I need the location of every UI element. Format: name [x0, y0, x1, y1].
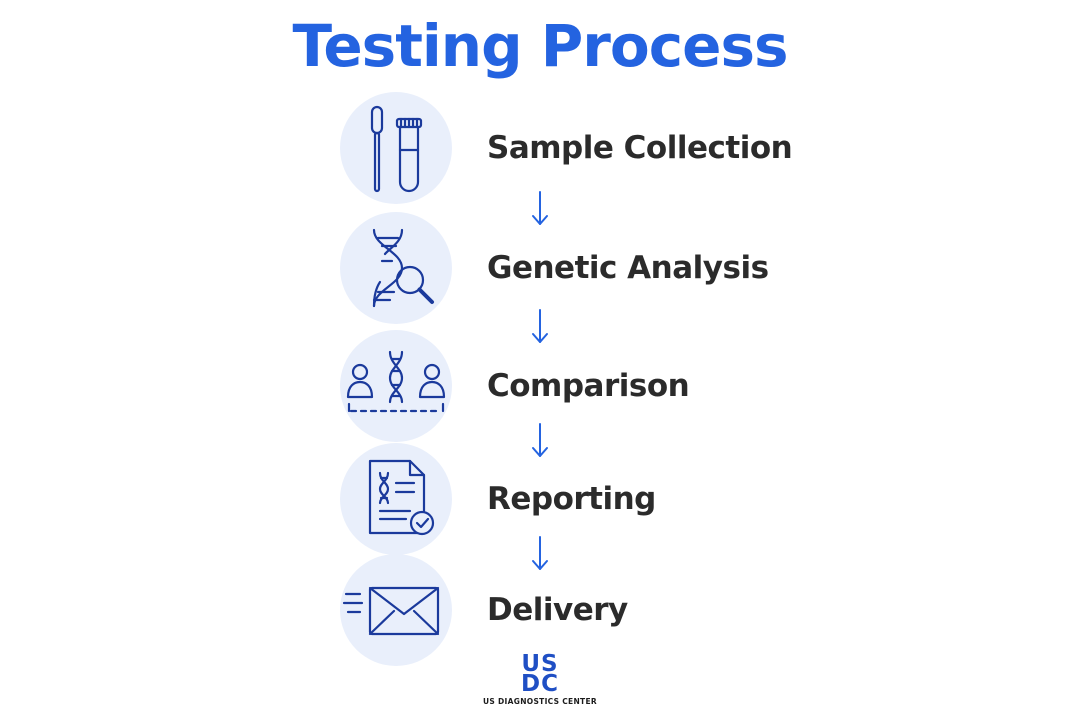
step-comparison: Comparison	[340, 330, 900, 442]
step-label: Genetic Analysis	[487, 250, 769, 286]
step-icon-circle	[340, 554, 452, 666]
dna-magnifier-icon	[372, 228, 434, 308]
step-reporting: Reporting	[340, 443, 900, 555]
step-label: Comparison	[487, 368, 690, 404]
logo-monogram-bottom: DC	[521, 671, 559, 697]
step-icon-circle	[340, 330, 452, 442]
envelope-icon	[342, 586, 440, 636]
down-arrow-icon	[532, 191, 548, 225]
step-label: Delivery	[487, 592, 628, 628]
step-icon-circle	[340, 443, 452, 555]
step-label: Reporting	[487, 481, 656, 517]
usdc-logo: US DC US DIAGNOSTICS CENTER	[480, 652, 600, 714]
down-arrow-icon	[532, 536, 548, 570]
step-genetic-analysis: Genetic Analysis	[340, 212, 900, 324]
step-icon-circle	[340, 92, 452, 204]
step-delivery: Delivery	[340, 554, 900, 666]
down-arrow-icon	[532, 423, 548, 457]
swab-and-test-tube-icon	[370, 105, 423, 193]
people-dna-comparison-icon	[346, 350, 446, 413]
down-arrow-icon	[532, 309, 548, 343]
step-icon-circle	[340, 212, 452, 324]
step-label: Sample Collection	[487, 130, 793, 166]
logo-tagline: US DIAGNOSTICS CENTER	[483, 697, 597, 706]
logo-monogram-top: US	[521, 651, 559, 677]
step-sample-collection: Sample Collection	[340, 92, 900, 204]
page-title: Testing Process	[292, 12, 788, 80]
report-document-check-icon	[368, 459, 435, 536]
